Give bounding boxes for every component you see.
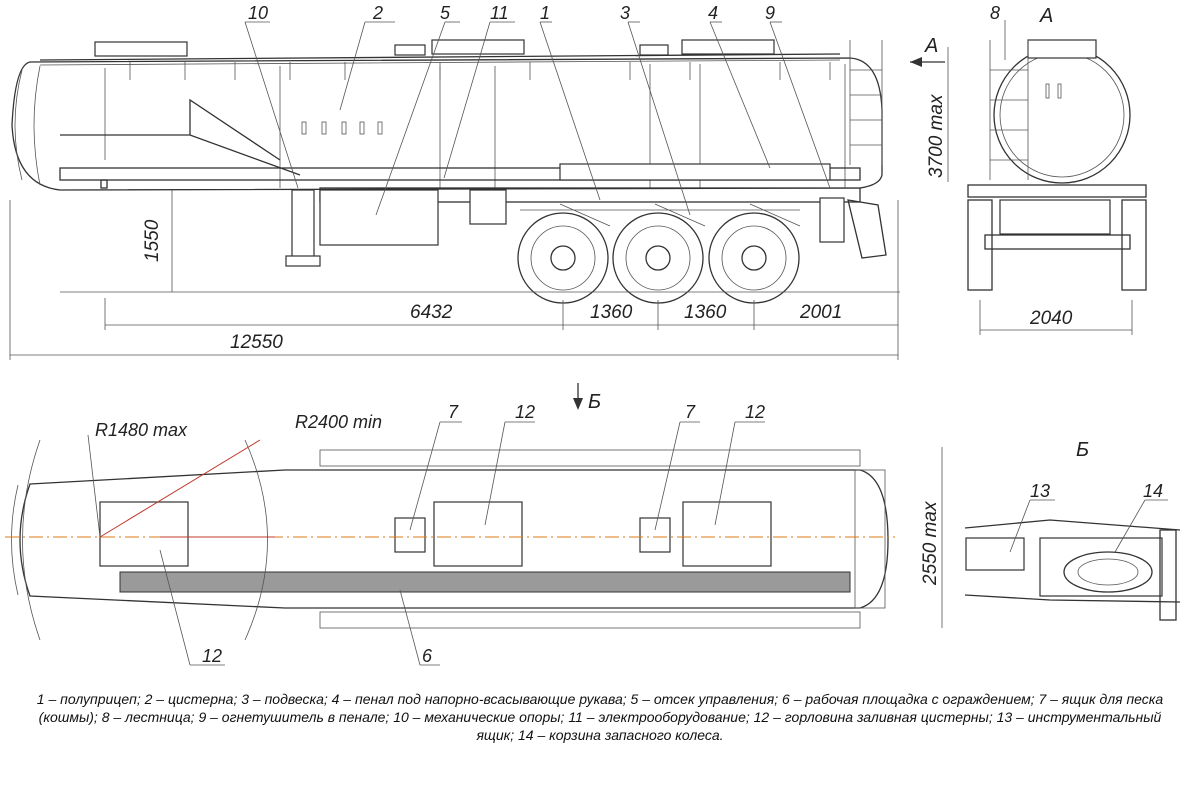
tank-section [993,46,1131,184]
dim-1360-b: 1360 [684,302,727,323]
working-platform [119,571,851,593]
callout-10: 10 [248,3,268,23]
wheels [517,212,800,304]
dim-2550: 2550 max [920,500,941,586]
view-b-label-plan: Б [588,391,601,413]
detail-view [964,519,1181,621]
plan-callout-12b: 12 [745,402,765,422]
callout-8: 8 [990,3,1000,23]
plan-callout-7b: 7 [685,402,696,422]
callout-4: 4 [708,3,718,23]
view-a-label-side: А [924,35,938,57]
ladder [989,40,1029,180]
control-compartment [319,189,439,246]
dim-1360-a: 1360 [590,302,633,323]
hose-box [559,163,831,181]
plan-view [5,434,895,641]
spare-wheel-basket [1039,537,1163,597]
dim-6432: 6432 [410,302,453,323]
end-view [967,39,1147,291]
plan-outline [19,469,889,609]
hatch-1 [94,41,188,57]
side-view [11,39,900,304]
dim-1550: 1550 [142,219,163,262]
dim-2040: 2040 [1029,308,1073,329]
sand-box-1 [394,517,426,553]
view-b-label-detail: Б [1076,439,1089,461]
callout-11: 11 [490,3,509,23]
callout-5: 5 [440,3,451,23]
plan-callout-12a: 12 [515,402,535,422]
plan-hatch-1 [99,501,189,567]
callout-1: 1 [540,3,550,23]
dim-2001: 2001 [799,302,842,323]
dim-r1480: R1480 max [95,420,188,440]
plan-callout-6: 6 [422,646,433,666]
dim-3700: 3700 max [926,93,947,178]
plan-callout-7a: 7 [448,402,459,422]
dim-r2400: R2400 min [295,412,382,432]
callout-3: 3 [620,3,630,23]
view-b-arrow [573,383,583,410]
detail-callout-14: 14 [1143,481,1163,501]
view-a-arrow [910,57,945,67]
extinguisher-box [819,197,845,243]
callout-2: 2 [372,3,383,23]
plan-hatch-2 [433,501,523,567]
hatch-3 [681,39,775,55]
tank-body [11,57,883,191]
view-a-label-end: А [1039,5,1053,27]
sand-box-2 [639,517,671,553]
technical-drawing: 10 2 5 11 1 3 4 9 1550 6432 1360 1360 20… [5,3,1181,666]
plan-hatch-3 [682,501,772,567]
landing-gear [291,189,315,259]
plan-callout-12c: 12 [202,646,222,666]
hatch-2 [431,39,525,55]
side-dimensions [9,190,899,360]
detail-callout-13: 13 [1030,481,1050,501]
callout-9: 9 [765,3,775,23]
dim-12550: 12550 [230,332,283,353]
tool-box [965,537,1025,571]
legend-caption: 1 – полуприцеп; 2 – цистерна; 3 – подвес… [36,691,1164,743]
plan-leaders [159,421,765,666]
side-leaders [244,21,831,216]
